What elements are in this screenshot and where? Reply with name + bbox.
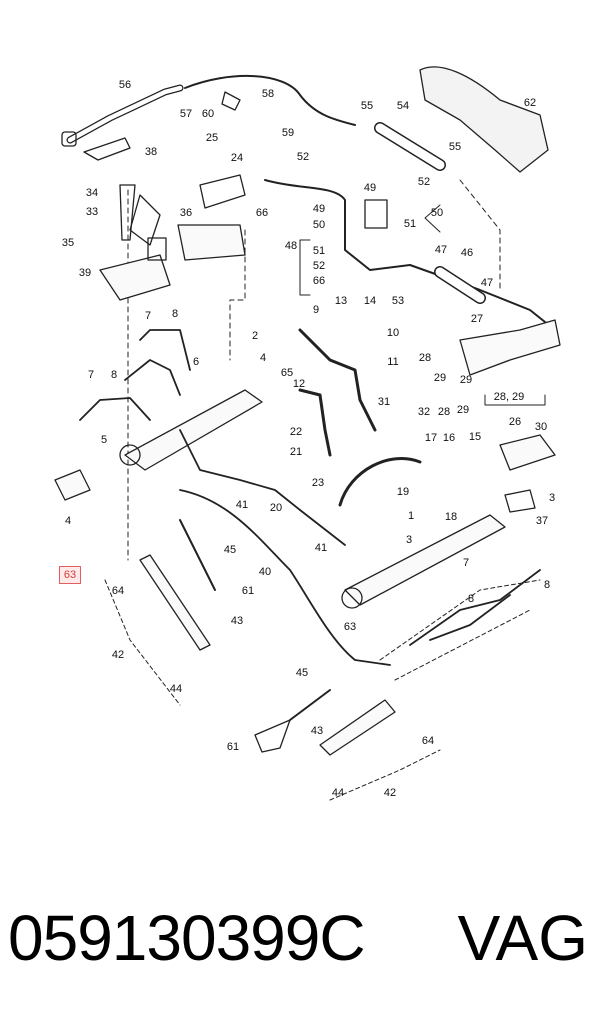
callout-66-b: 66 [313, 275, 325, 287]
callout-50-b: 50 [431, 207, 443, 219]
callout-9: 9 [313, 304, 319, 316]
callout-labels: 56 57 60 58 55 54 62 59 55 38 25 24 52 5… [62, 79, 555, 799]
callout-28: 28 [419, 352, 431, 364]
callout-26: 26 [509, 416, 521, 428]
callout-28-b: 28 [438, 406, 450, 418]
callout-50: 50 [313, 219, 325, 231]
callout-56: 56 [119, 79, 131, 91]
callout-51: 51 [404, 218, 416, 230]
callout-16: 16 [443, 432, 455, 444]
callout-24: 24 [231, 152, 243, 164]
callout-33: 33 [86, 206, 98, 218]
callout-61: 61 [242, 585, 254, 597]
callout-62: 62 [524, 97, 536, 109]
callout-13: 13 [335, 295, 347, 307]
callout-65: 65 [281, 367, 293, 379]
callout-43: 43 [231, 615, 243, 627]
callout-25: 25 [206, 132, 218, 144]
highlighted-callout-63[interactable]: 63 [59, 566, 81, 584]
callout-29-c: 29 [457, 404, 469, 416]
callout-51-b: 51 [313, 245, 325, 257]
callout-5: 5 [101, 434, 107, 446]
callout-52-b: 52 [418, 176, 430, 188]
callout-42: 42 [112, 649, 124, 661]
callout-14: 14 [364, 295, 376, 307]
callout-41: 41 [236, 499, 248, 511]
callout-29: 29 [460, 374, 472, 386]
part-number: 059130399C [8, 902, 366, 974]
callout-53: 53 [392, 295, 404, 307]
footer: 059130399C VAG [0, 893, 600, 983]
callout-35: 35 [62, 237, 74, 249]
callout-7: 7 [145, 310, 151, 322]
callout-55-b: 55 [449, 141, 461, 153]
callout-3: 3 [549, 492, 555, 504]
callout-48: 48 [285, 240, 297, 252]
callout-55: 55 [361, 100, 373, 112]
callout-7-c: 7 [463, 557, 469, 569]
callout-1: 1 [408, 510, 414, 522]
callout-45: 45 [224, 544, 236, 556]
callout-12: 12 [293, 378, 305, 390]
callout-54: 54 [397, 100, 409, 112]
exploded-parts-diagram: 56 57 60 58 55 54 62 59 55 38 25 24 52 5… [54, 66, 561, 801]
callout-47: 47 [435, 244, 447, 256]
callout-15: 15 [469, 431, 481, 443]
brand-label: VAG [457, 902, 588, 974]
callout-59: 59 [282, 127, 294, 139]
callout-52: 52 [297, 151, 309, 163]
callout-17: 17 [425, 432, 437, 444]
callout-31: 31 [378, 396, 390, 408]
callout-60: 60 [202, 108, 214, 120]
callout-4-b: 4 [65, 515, 71, 527]
callout-64: 64 [112, 585, 124, 597]
callout-27: 27 [471, 313, 483, 325]
callout-30: 30 [535, 421, 547, 433]
callout-44-b: 44 [332, 787, 344, 799]
callout-36: 36 [180, 207, 192, 219]
callout-37: 37 [536, 515, 548, 527]
callout-21: 21 [290, 446, 302, 458]
callout-63: 63 [344, 621, 356, 633]
callout-49-b: 49 [313, 203, 325, 215]
callout-44: 44 [170, 683, 182, 695]
callout-7-b: 7 [88, 369, 94, 381]
callout-10: 10 [387, 327, 399, 339]
callout-29-b: 29 [434, 372, 446, 384]
callout-34: 34 [86, 187, 98, 199]
callout-38: 38 [145, 146, 157, 158]
callout-45-b: 45 [296, 667, 308, 679]
callout-23: 23 [312, 477, 324, 489]
callout-47-b: 47 [481, 277, 493, 289]
callout-32: 32 [418, 406, 430, 418]
callout-28-29: 28, 29 [494, 391, 525, 403]
callout-11: 11 [387, 356, 398, 368]
callout-43-b: 43 [311, 725, 323, 737]
callout-4: 4 [260, 352, 266, 364]
callout-8-b: 8 [111, 369, 117, 381]
callout-8: 8 [172, 308, 178, 320]
callout-61-b: 61 [227, 741, 239, 753]
callout-6: 6 [193, 356, 199, 368]
callout-58: 58 [262, 88, 274, 100]
callout-42-b: 42 [384, 787, 396, 799]
callout-57: 57 [180, 108, 192, 120]
callout-46: 46 [461, 247, 473, 259]
callout-49: 49 [364, 182, 376, 194]
callout-19: 19 [397, 486, 409, 498]
part-drawings [54, 66, 561, 801]
callout-20: 20 [270, 502, 282, 514]
callout-41-b: 41 [315, 542, 327, 554]
callout-8-d: 8 [468, 593, 474, 605]
callout-22: 22 [290, 426, 302, 438]
callout-64-b: 64 [422, 735, 434, 747]
callout-39: 39 [79, 267, 91, 279]
callout-8-c: 8 [544, 579, 550, 591]
callout-66: 66 [256, 207, 268, 219]
callout-40: 40 [259, 566, 271, 578]
callout-18: 18 [445, 511, 457, 523]
callout-52-c: 52 [313, 260, 325, 272]
callout-3-b: 3 [406, 534, 412, 546]
callout-2: 2 [252, 330, 258, 342]
